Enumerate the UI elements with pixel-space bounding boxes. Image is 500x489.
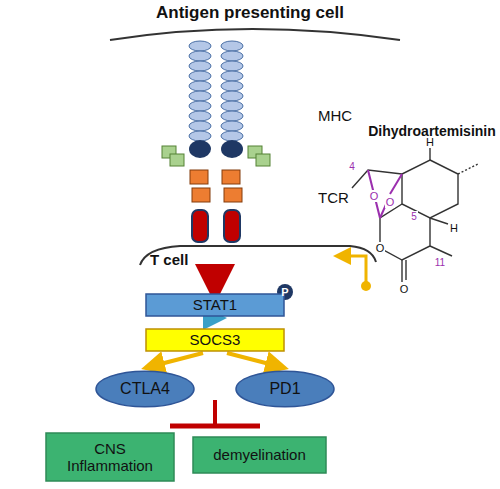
phospho-mark: P [281, 286, 288, 298]
coreceptor-block [256, 154, 270, 166]
signal-connector [227, 353, 277, 366]
mhc-domain [189, 111, 211, 121]
signal-connector [153, 353, 203, 366]
part-label: MHC [318, 108, 352, 125]
mhc-domain [221, 111, 243, 121]
mhc-domain [189, 71, 211, 81]
mhc-domain [189, 101, 211, 111]
tcr-transmembrane [192, 210, 208, 242]
atom-label: O [399, 283, 410, 295]
molecule [352, 148, 478, 282]
mhc-domain [221, 131, 243, 141]
node-text: CNS Inflammation [53, 440, 167, 475]
tcr-domain [222, 170, 240, 184]
node-text: SOCS3 [190, 331, 241, 348]
coreceptor-block [170, 154, 184, 166]
node-text: STAT1 [193, 296, 237, 313]
apc-membrane [110, 29, 400, 40]
atom-label: O [375, 242, 386, 254]
cell-label: Antigen presenting cell [156, 4, 344, 23]
node-text: demyelination [213, 446, 306, 463]
mhc-domain [221, 71, 243, 81]
node-text: PD1 [269, 380, 300, 398]
mhc-complex [162, 41, 270, 242]
tcr-transmembrane [224, 210, 240, 242]
mhc-domain [189, 51, 211, 61]
inhibit-stem [213, 400, 217, 424]
mhc-domain [221, 81, 243, 91]
stat1-box: STAT1 [145, 293, 285, 317]
mhc-domain [189, 41, 211, 51]
atom-label: H [449, 222, 459, 234]
mhc-domain [221, 121, 243, 131]
inhibit-bar [170, 424, 260, 429]
callout-number: 11 [434, 257, 446, 268]
callout-number: 4 [348, 161, 356, 172]
pd1-ellipse: PD1 [235, 370, 335, 408]
atom-label: H [425, 136, 435, 148]
mhc-domain [221, 61, 243, 71]
signal-arrow [213, 266, 218, 284]
mhc-domain [221, 51, 243, 61]
callout-number: 5 [410, 211, 418, 222]
mhc-domain [221, 91, 243, 101]
mhc-base [189, 140, 211, 158]
tcr-domain [224, 188, 242, 202]
socs3-box: SOCS3 [145, 328, 285, 352]
mhc-domain [189, 61, 211, 71]
mhc-domain [189, 131, 211, 141]
cell-label: T cell [150, 252, 188, 269]
tcr-domain [192, 188, 210, 202]
mhc-domain [189, 91, 211, 101]
atom-label: O [385, 196, 396, 208]
part-label: TCR [318, 190, 349, 207]
drug-arrow [342, 256, 366, 284]
ctla4-ellipse: CTLA4 [95, 370, 195, 408]
tcr-domain [190, 170, 208, 184]
drug-dot [361, 281, 371, 291]
outcome-box: demyelination [192, 436, 327, 474]
mhc-domain [189, 81, 211, 91]
mhc-base [221, 140, 243, 158]
mhc-domain [189, 121, 211, 131]
outcome-box: CNS Inflammation [45, 432, 175, 482]
mhc-domain [221, 101, 243, 111]
node-text: CTLA4 [120, 380, 170, 398]
mhc-domain [221, 41, 243, 51]
atom-label: O [369, 190, 380, 202]
